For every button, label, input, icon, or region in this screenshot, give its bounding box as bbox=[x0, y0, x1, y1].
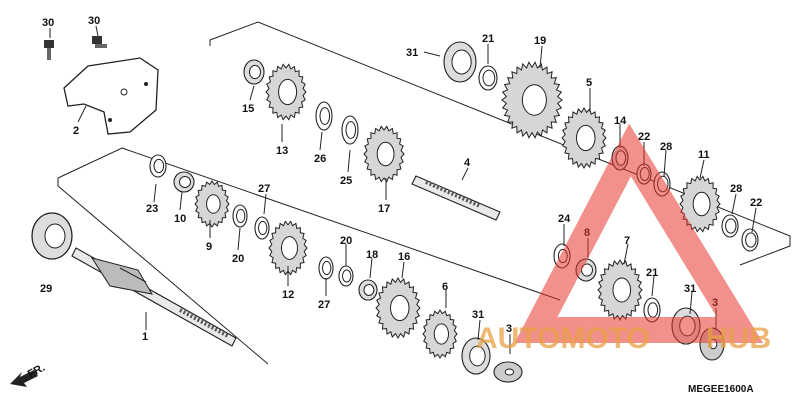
washer-27-b bbox=[318, 256, 334, 280]
gear-13 bbox=[265, 63, 307, 121]
gear-16 bbox=[375, 276, 421, 340]
callout-16: 16 bbox=[398, 251, 410, 263]
washer-22-b bbox=[741, 228, 759, 252]
callout-4: 4 bbox=[464, 157, 471, 169]
washer-23 bbox=[149, 154, 167, 178]
callout-22-b: 22 bbox=[750, 197, 762, 209]
callout-24: 24 bbox=[558, 213, 571, 225]
mainshaft-frame bbox=[57, 147, 561, 365]
callout-3-left: 3 bbox=[506, 323, 512, 335]
watermark-text-main: AUTOMOTO bbox=[476, 322, 650, 355]
callout-12: 12 bbox=[282, 289, 294, 301]
callout-30-right: 30 bbox=[88, 15, 100, 27]
gear-11 bbox=[679, 175, 721, 233]
gear-7 bbox=[597, 258, 643, 322]
bearing-31-top bbox=[443, 41, 477, 83]
diagram-code: MEGEE1600A bbox=[688, 384, 754, 395]
callout-22-a: 22 bbox=[638, 131, 650, 143]
callout-20-b: 20 bbox=[340, 235, 352, 247]
callout-23: 23 bbox=[146, 203, 158, 215]
bearing-31-mid bbox=[461, 337, 491, 375]
gear-9 bbox=[194, 180, 230, 228]
callout-30-left: 30 bbox=[42, 17, 54, 29]
callout-21-b: 21 bbox=[646, 267, 658, 279]
callout-28-a: 28 bbox=[660, 141, 672, 153]
countershaft-part bbox=[411, 175, 501, 221]
callout-27-a: 27 bbox=[258, 183, 270, 195]
bolt-30-left bbox=[44, 40, 54, 60]
callouts: 30 30 2 31 21 19 15 13 26 25 17 5 14 22 … bbox=[40, 15, 762, 343]
callout-18: 18 bbox=[366, 249, 378, 261]
callout-28-b: 28 bbox=[730, 183, 742, 195]
callout-31-mid: 31 bbox=[472, 309, 484, 321]
bushing-10 bbox=[173, 171, 195, 193]
gear-5 bbox=[561, 106, 607, 170]
leader-lines bbox=[49, 25, 757, 354]
callout-29: 29 bbox=[40, 283, 52, 295]
front-direction-marker: FR. bbox=[10, 362, 47, 387]
callout-31-right: 31 bbox=[684, 283, 696, 295]
washer-21-b bbox=[643, 297, 661, 323]
callout-1: 1 bbox=[142, 331, 148, 343]
countershaft-frame bbox=[209, 21, 791, 266]
bushing-18 bbox=[358, 279, 378, 301]
bracket-part bbox=[63, 57, 159, 135]
callout-13: 13 bbox=[276, 145, 288, 157]
gear-6 bbox=[422, 309, 458, 359]
watermark: AUTOMOTO HUB bbox=[476, 123, 771, 355]
mainshaft-part bbox=[71, 247, 237, 347]
bolt-30-right bbox=[92, 36, 107, 48]
oil-seal-3-left bbox=[493, 361, 523, 383]
callout-6: 6 bbox=[442, 281, 448, 293]
callout-15: 15 bbox=[242, 103, 254, 115]
gear-12 bbox=[268, 220, 308, 276]
gear-19 bbox=[501, 61, 563, 139]
callout-10: 10 bbox=[174, 213, 186, 225]
bushing-15 bbox=[243, 59, 265, 85]
callout-21-top: 21 bbox=[482, 33, 494, 45]
callout-11: 11 bbox=[698, 149, 710, 161]
callout-2: 2 bbox=[73, 125, 79, 137]
callout-19: 19 bbox=[534, 35, 546, 47]
callout-20-a: 20 bbox=[232, 253, 244, 265]
callout-26: 26 bbox=[314, 153, 326, 165]
bearing-29-part bbox=[31, 212, 73, 260]
direction-label: FR. bbox=[26, 362, 47, 381]
washer-21-top bbox=[478, 65, 498, 91]
gears bbox=[194, 61, 721, 359]
callout-31-top: 31 bbox=[406, 47, 418, 59]
callout-7: 7 bbox=[624, 235, 630, 247]
callout-14: 14 bbox=[614, 115, 627, 127]
callout-17: 17 bbox=[378, 203, 390, 215]
washer-26 bbox=[315, 101, 333, 131]
callout-5: 5 bbox=[586, 77, 592, 89]
callout-25: 25 bbox=[340, 175, 352, 187]
washer-27-a bbox=[254, 216, 270, 240]
callout-27-b: 27 bbox=[318, 299, 330, 311]
washer-20-b bbox=[338, 265, 354, 287]
callout-9: 9 bbox=[206, 241, 212, 253]
watermark-text-accent: HUB bbox=[706, 322, 771, 355]
washer-20-a bbox=[232, 204, 248, 228]
gear-17 bbox=[363, 125, 405, 183]
washer-25 bbox=[341, 115, 359, 145]
washer-28-b bbox=[721, 214, 739, 238]
